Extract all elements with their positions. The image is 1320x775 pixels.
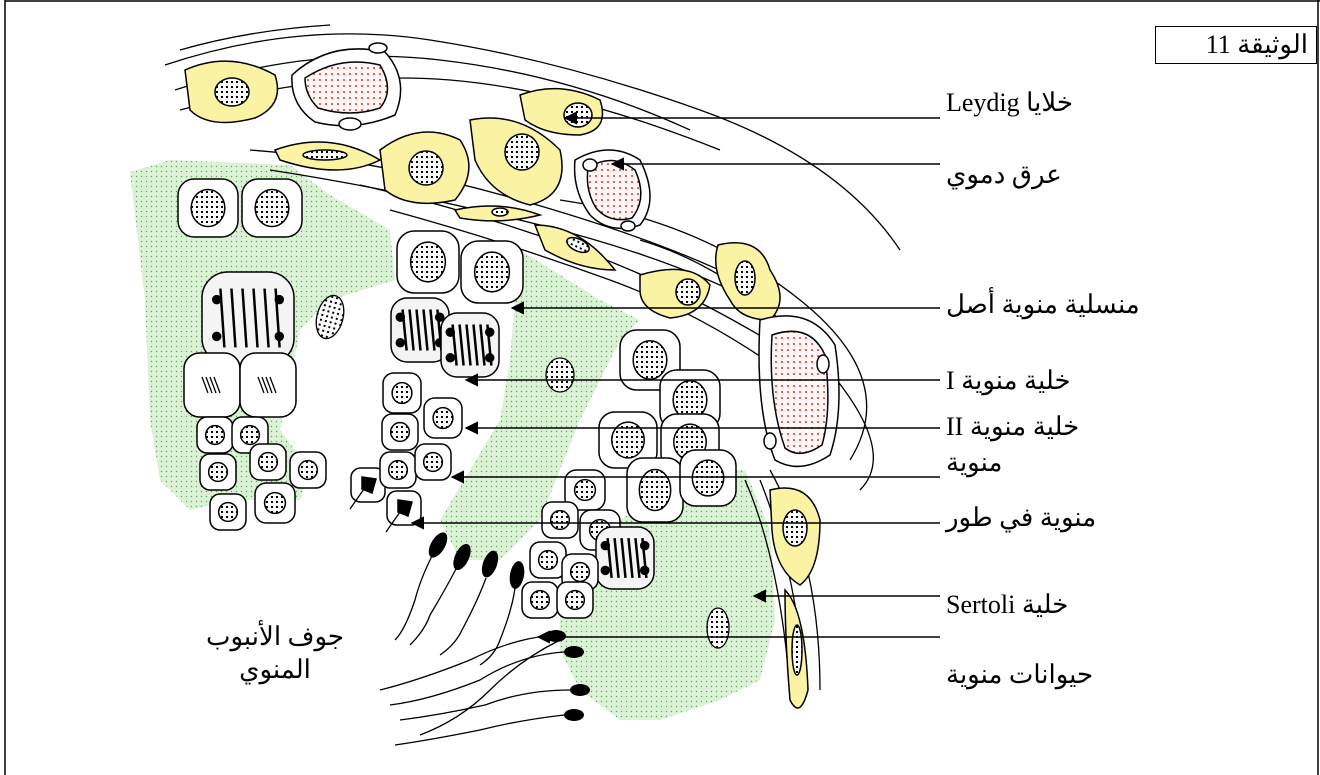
cell-nucleus bbox=[391, 423, 410, 442]
label-lumen-line2: المنوي bbox=[175, 655, 375, 685]
label-spermatid-stage: منوية في طور bbox=[946, 503, 1096, 533]
label-spermatocyte-2: خلية منوية II bbox=[946, 412, 1079, 442]
cell-nucleus bbox=[392, 383, 412, 404]
chromosome-pole bbox=[486, 328, 494, 336]
chromosome-pole bbox=[601, 566, 609, 574]
label-leydig: خلايا Leydig bbox=[946, 88, 1073, 118]
cell-nucleus bbox=[299, 461, 318, 480]
chromosome-pole bbox=[641, 566, 649, 574]
document-tag: الوثيقة 11 bbox=[1155, 26, 1317, 64]
cell-nucleus bbox=[475, 252, 510, 292]
cell-nucleus bbox=[259, 453, 278, 472]
label-blood-vessel: عرق دموي bbox=[946, 160, 1062, 190]
cell-nucleus bbox=[424, 453, 443, 472]
germ-cell bbox=[202, 272, 294, 364]
label-spermatozoa: حيوانات منوية bbox=[946, 660, 1093, 690]
cell-nucleus bbox=[575, 480, 596, 501]
cell-nucleus bbox=[433, 408, 453, 429]
cell-nucleus bbox=[241, 426, 260, 445]
cell-nucleus bbox=[639, 470, 670, 511]
cell-nucleus bbox=[531, 591, 550, 610]
chromosome-pole bbox=[446, 328, 454, 336]
chromosome-pole bbox=[601, 542, 609, 550]
label-lumen-line1: جوف الأنبوب bbox=[175, 622, 375, 652]
chromosome-pole bbox=[213, 332, 221, 340]
cell-nucleus bbox=[539, 551, 558, 570]
cell-nucleus bbox=[411, 242, 446, 282]
label-spermatogonium: منسلية منوية أصل bbox=[946, 290, 1140, 320]
chromosome-pole bbox=[396, 313, 404, 321]
germ-cell bbox=[184, 353, 240, 417]
chromosome-pole bbox=[446, 354, 454, 362]
cell-nucleus bbox=[191, 189, 225, 226]
cell-nucleus bbox=[209, 463, 228, 482]
chromosome-pole bbox=[396, 339, 404, 347]
cell-nucleus bbox=[255, 189, 289, 226]
chromosome-pole bbox=[275, 296, 283, 304]
chromosome-pole bbox=[641, 542, 649, 550]
document-tag-text: الوثيقة 11 bbox=[1206, 30, 1308, 60]
chromosome-pole bbox=[486, 354, 494, 362]
cell-nucleus bbox=[692, 460, 723, 496]
cell-nucleus bbox=[265, 493, 286, 514]
chromosome-pole bbox=[436, 313, 444, 321]
cell-nucleus bbox=[566, 591, 585, 610]
cell-nucleus bbox=[389, 461, 408, 480]
cell-nucleus bbox=[551, 511, 570, 530]
cell-nucleus bbox=[633, 341, 667, 379]
label-sertoli: خلية Sertoli bbox=[946, 590, 1068, 620]
germ-cell bbox=[240, 353, 296, 417]
cell-nucleus bbox=[571, 563, 590, 582]
cell-nucleus bbox=[206, 426, 225, 445]
cell-nucleus bbox=[219, 503, 238, 522]
label-spermatocyte-1: خلية منوية I bbox=[946, 366, 1071, 396]
label-spermatid: منوية bbox=[946, 448, 1002, 478]
chromosome-pole bbox=[275, 332, 283, 340]
chromosome-pole bbox=[213, 296, 221, 304]
